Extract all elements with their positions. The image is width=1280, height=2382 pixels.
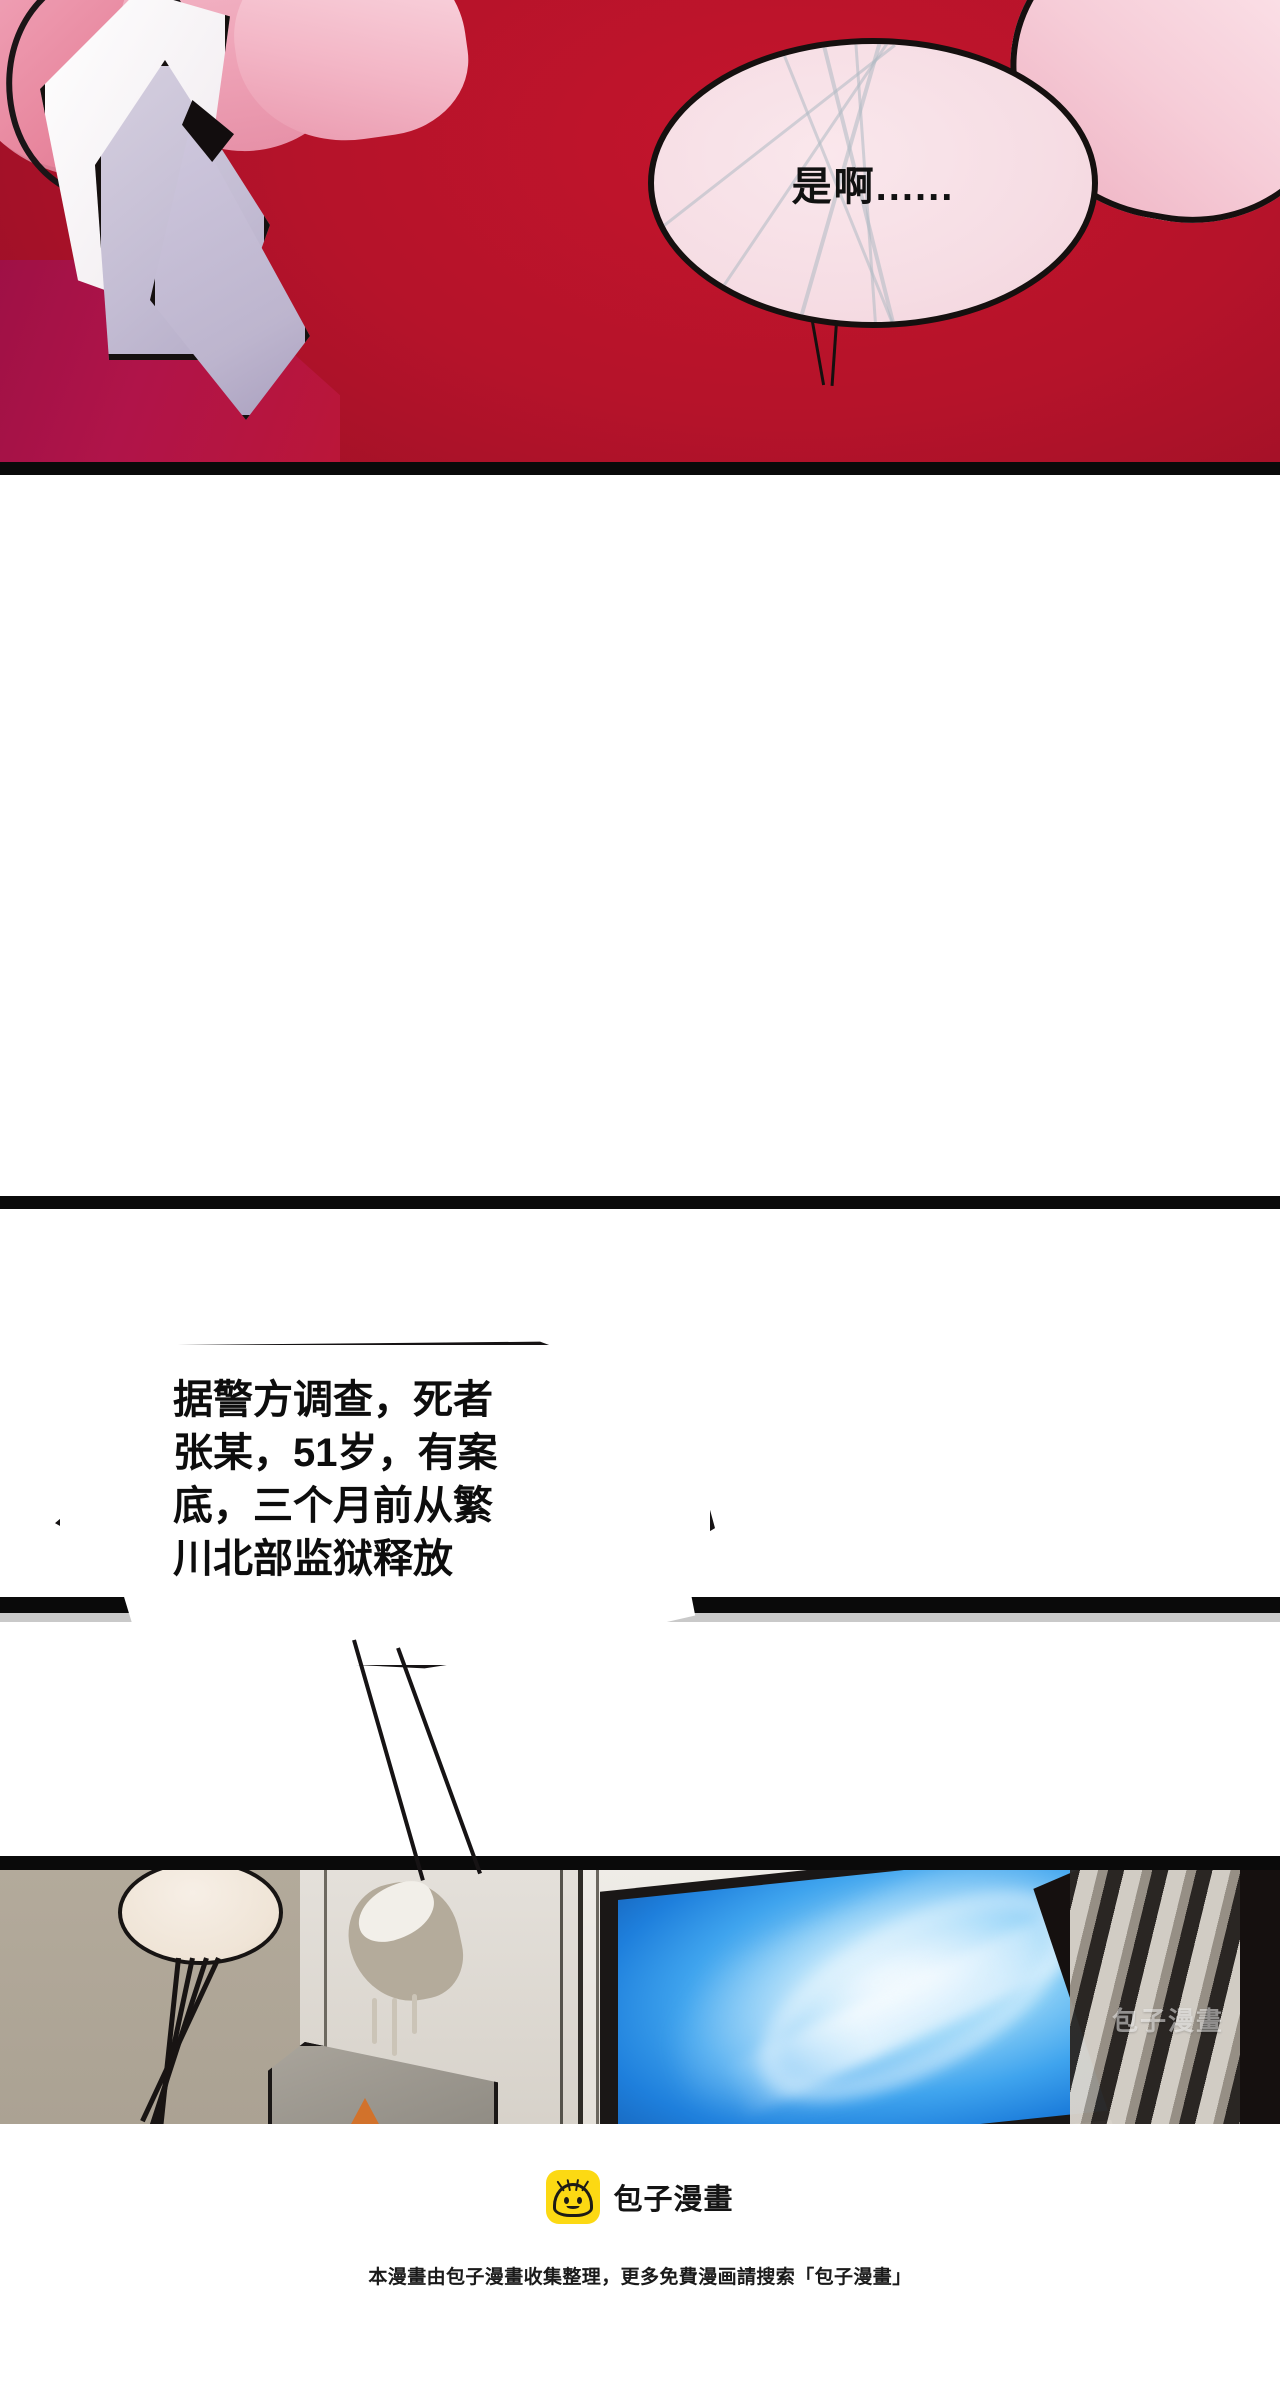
panel-divider-rule-1 (0, 462, 1280, 475)
panel3-television (600, 1870, 1280, 2124)
panel-divider-rule-2 (0, 1196, 1280, 1209)
bun-pleat-icon (556, 2179, 590, 2192)
brand-block[interactable]: 包子漫畫 (546, 2170, 733, 2224)
panel3-wall-edge-line (578, 1870, 583, 2124)
panel3-watermark: 包子漫畫 (1111, 2006, 1224, 2036)
bun-mouth (566, 2203, 580, 2210)
narration-bubble-fill (55, 1341, 715, 1669)
brand-name-label: 包子漫畫 (613, 2184, 734, 2216)
bun-eye-right (577, 2197, 583, 2205)
narration-line: 底，三个月前从繁 (173, 1484, 493, 1528)
panel3-wall-edge-line (596, 1870, 599, 2124)
narration-bubble-text: 据警方调查，死者 张某，51岁，有案 底，三个月前从繁 川北部监狱释放 (173, 1374, 573, 1586)
panel3-wall-edge-line (560, 1870, 563, 2124)
narration-line: 据警方调查，死者 (173, 1378, 493, 1422)
narration-line: 川北部监狱释放 (173, 1537, 453, 1581)
bun-body (553, 2179, 594, 2218)
panel3-wall-edge-line (324, 1870, 327, 2124)
speech-bubble-text: 是啊...... (791, 165, 955, 209)
panel3-tv-side-stripes (1070, 1870, 1240, 2124)
comic-panel-3: 包子漫畫 (0, 1856, 1280, 2124)
comic-panel-1: 是啊...... (0, 0, 1280, 473)
site-footer: 包子漫畫 本漫畫由包子漫畫收集整理，更多免費漫画請搜索「包子漫畫」 (0, 2124, 1280, 2382)
narration-line: 张某，51岁，有案 (173, 1431, 498, 1475)
panel3-hanging-lamp (118, 1870, 283, 1965)
panel3-wall-drip (412, 1994, 417, 2034)
footer-note-text: 本漫畫由包子漫畫收集整理，更多免費漫画請搜索「包子漫畫」 (368, 2267, 912, 2288)
panel3-wall-drip (372, 1998, 377, 2044)
narration-bubble: 据警方调查，死者 张某，51岁，有案 底，三个月前从繁 川北部监狱释放 (55, 1340, 715, 1670)
panel3-wall-drip (392, 1998, 397, 2056)
bun-eye-left (564, 2197, 570, 2205)
steamed-bun-icon (546, 2170, 601, 2224)
speech-bubble-panel1: 是啊...... (648, 38, 1098, 328)
